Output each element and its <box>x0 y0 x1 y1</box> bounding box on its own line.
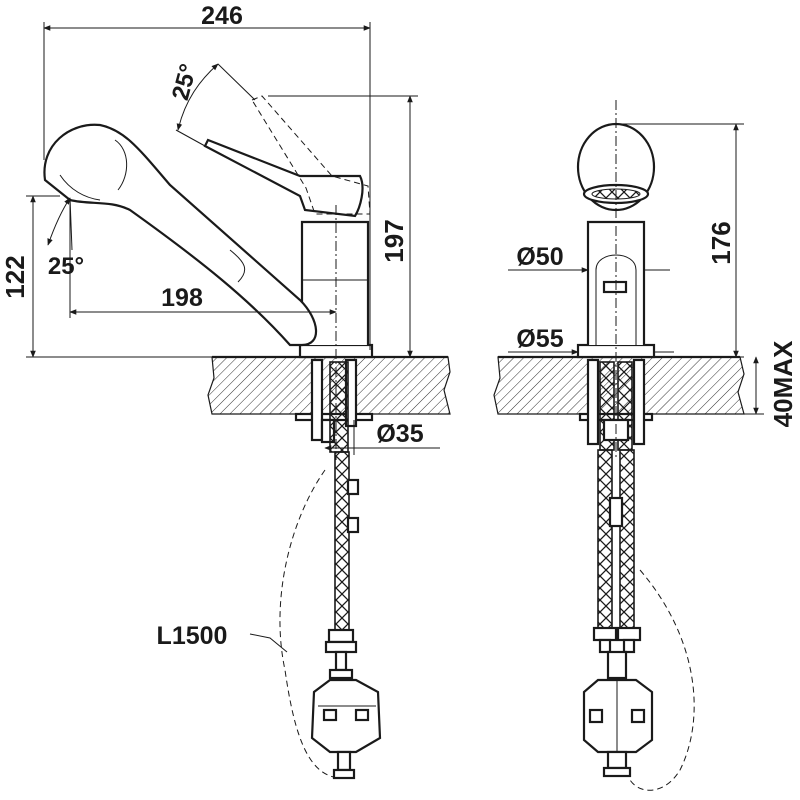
label-max-thickness: 40MAX <box>768 340 798 427</box>
label-spout-height: 122 <box>0 255 30 298</box>
lever-angle-arc <box>176 63 219 131</box>
front-view: 176 40MAX Ø50 Ø55 <box>493 100 798 791</box>
valve-block-front <box>582 650 654 778</box>
lever-raised-position <box>251 95 371 215</box>
mounting-assembly-front <box>578 358 654 451</box>
dimension-40max <box>744 356 764 415</box>
spout-side <box>43 123 318 347</box>
dimension-176 <box>616 123 744 358</box>
countertop-side <box>207 355 451 415</box>
dimension-d35 <box>324 420 440 455</box>
label-lever-angle: 25° <box>167 61 202 103</box>
label-total-height: 197 <box>379 219 409 262</box>
label-spout-reach: 198 <box>161 284 203 312</box>
hose-loop-front <box>629 569 695 791</box>
supply-hoses-front <box>592 449 642 654</box>
label-body-height: 176 <box>706 221 736 264</box>
label-hose-length: L1500 <box>157 622 228 650</box>
label-base-diameter: Ø55 <box>516 325 563 353</box>
spout-angle-arc <box>47 197 71 246</box>
dimension-198 <box>69 200 337 318</box>
label-total-width: 246 <box>201 2 243 30</box>
dimension-246 <box>43 22 371 350</box>
mounting-assembly-side <box>294 358 374 453</box>
hose-loop-side <box>279 469 346 779</box>
label-spout-angle: 25° <box>48 253 84 280</box>
dimension-122 <box>26 195 212 358</box>
valve-block-side <box>310 678 382 780</box>
side-view: 246 25° 25° 122 198 197 Ø35 L1500 <box>0 2 451 780</box>
label-body-diameter: Ø50 <box>516 243 563 271</box>
supply-hose-side <box>324 451 360 680</box>
leader-l1500 <box>249 633 288 653</box>
label-hole-diameter: Ø35 <box>376 420 423 448</box>
dimension-197 <box>268 95 418 358</box>
